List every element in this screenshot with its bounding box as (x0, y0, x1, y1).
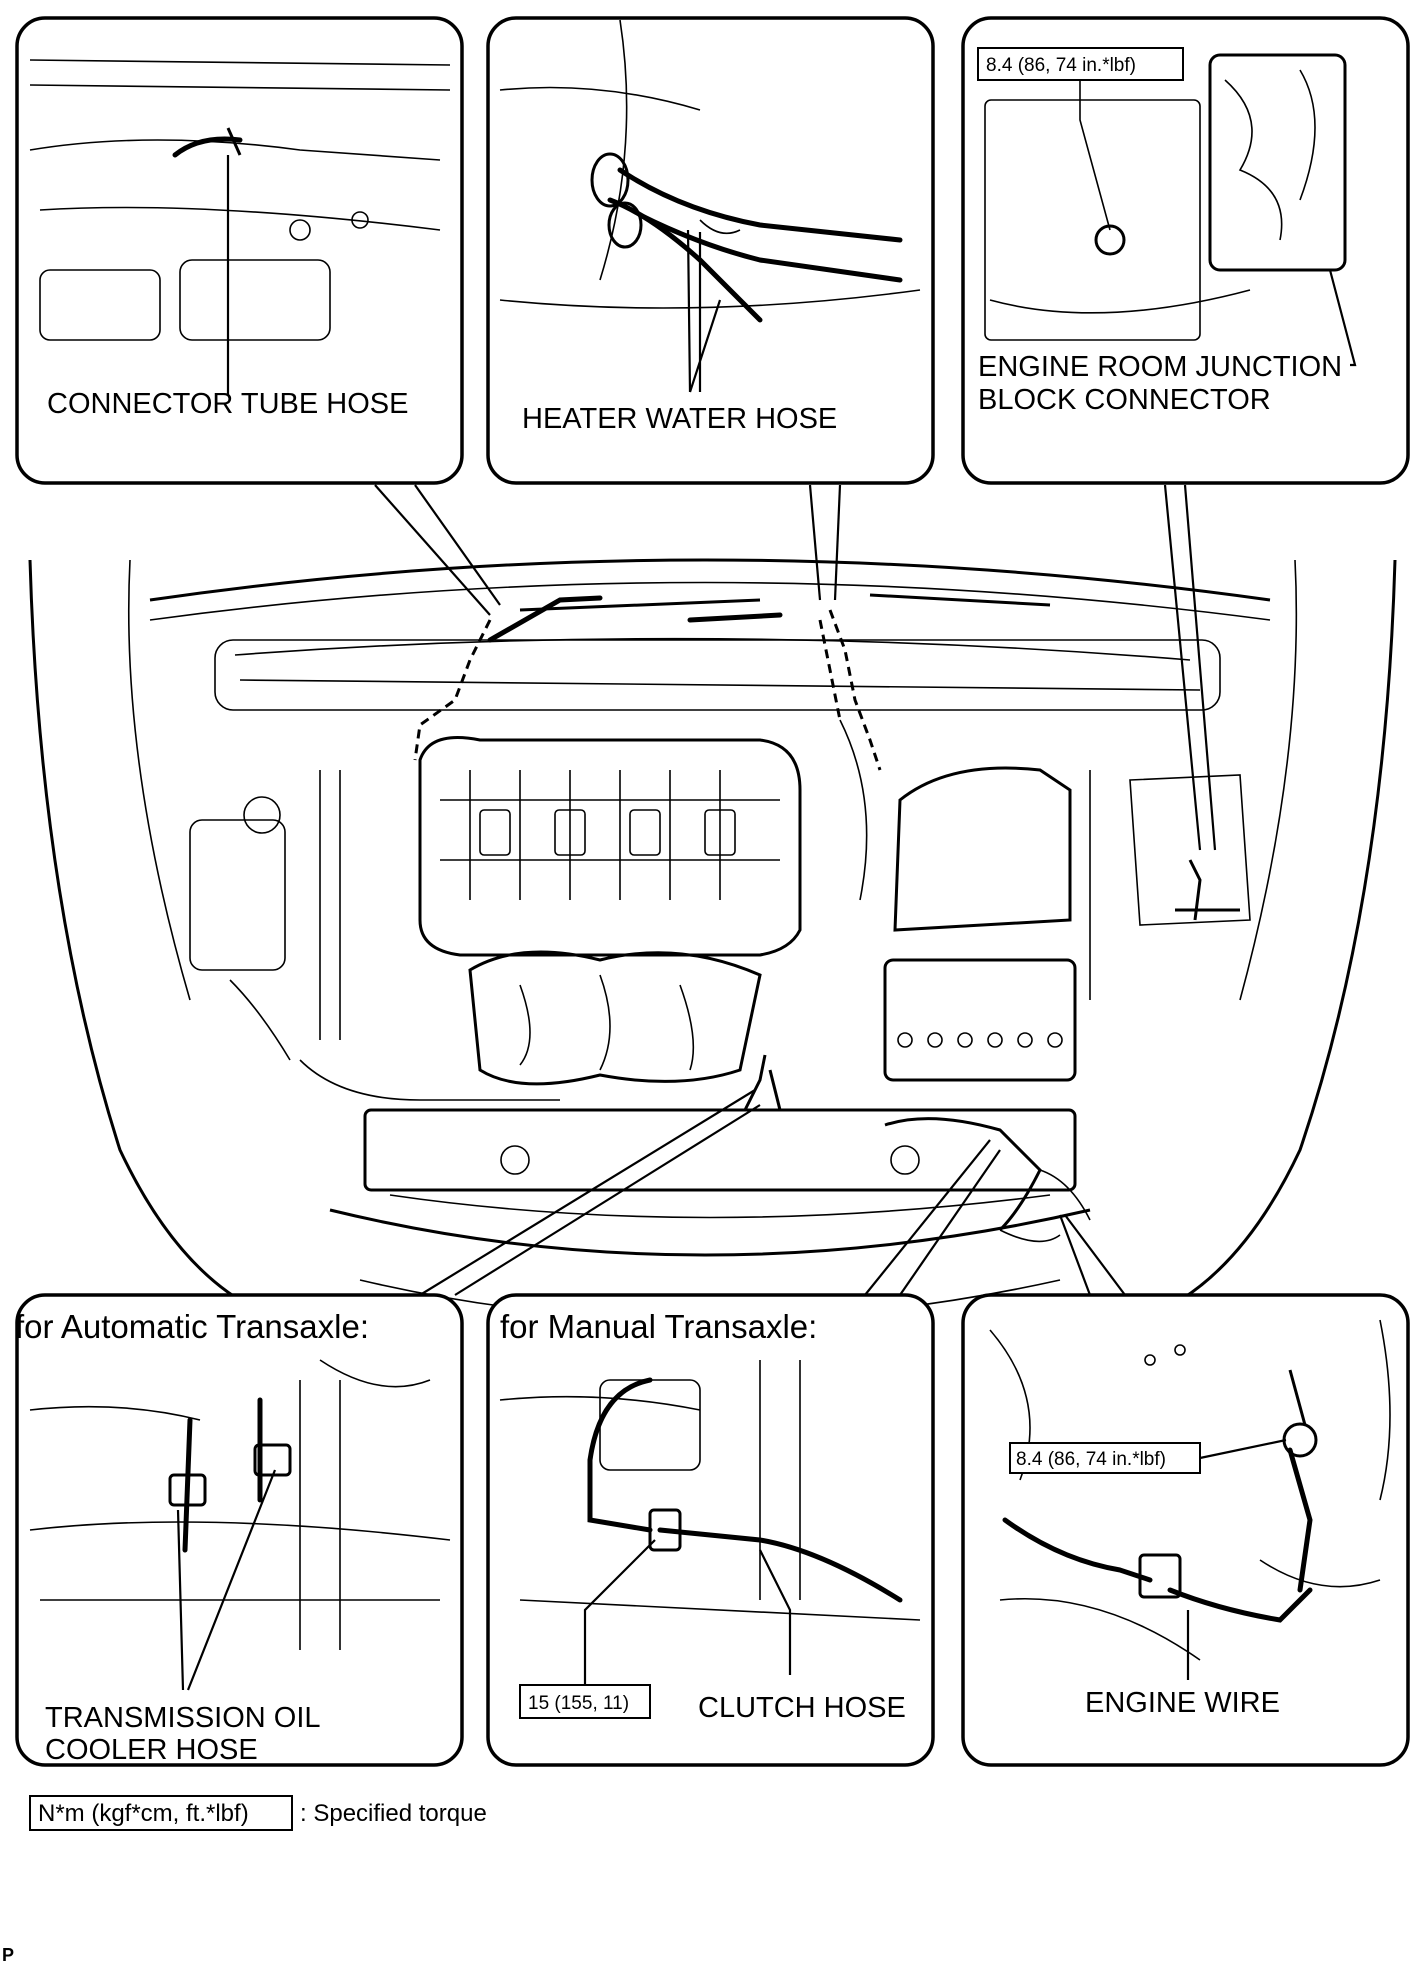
transmission-oil-label-line2: COOLER HOSE (45, 1734, 258, 1766)
transmission-oil-label-line1: TRANSMISSION OIL (45, 1702, 321, 1734)
leader-lines (374, 484, 1217, 1296)
panel-heater-water-hose: HEATER WATER HOSE (486, 16, 935, 485)
torque-legend: N*m (kgf*cm, ft.*lbf) : Specified torque (29, 1795, 487, 1831)
legend-unit: N*m (kgf*cm, ft.*lbf) (38, 1800, 249, 1827)
panel-connector-tube-hose: CONNECTOR TUBE HOSE (15, 16, 464, 485)
engine-wire-torque-value: 8.4 (86, 74 in.*lbf) (1016, 1449, 1166, 1470)
panel-manual-transaxle: for Manual Transaxle: 15 (155, 11) CLUTC… (486, 1293, 935, 1767)
connector-tube-hose-label: CONNECTOR TUBE HOSE (47, 388, 408, 420)
engine-bay-illustration (28, 558, 1397, 1332)
junction-block-label-line2: BLOCK CONNECTOR (978, 384, 1271, 416)
legend-description: : Specified torque (300, 1800, 487, 1827)
junction-torque-value: 8.4 (86, 74 in.*lbf) (986, 55, 1136, 76)
automatic-transaxle-title: for Automatic Transaxle: (15, 1308, 369, 1345)
manual-transaxle-title: for Manual Transaxle: (500, 1308, 817, 1345)
corner-mark: P (2, 1945, 14, 1963)
panel-automatic-transaxle: for Automatic Transaxle: TRANSMISSION OI… (15, 1293, 464, 1767)
junction-block-label-line1: ENGINE ROOM JUNCTION (978, 351, 1342, 383)
heater-water-hose-label: HEATER WATER HOSE (522, 403, 837, 435)
ignition-coils (479, 809, 736, 856)
panel-engine-room-junction-block: 8.4 (86, 74 in.*lbf) ENGINE ROOM JUNCTIO… (961, 16, 1410, 485)
panel-engine-wire: 8.4 (86, 74 in.*lbf) ENGINE WIRE (961, 1293, 1410, 1767)
engine-wire-label: ENGINE WIRE (1085, 1687, 1280, 1719)
clutch-hose-label: CLUTCH HOSE (698, 1692, 906, 1724)
clutch-torque-value: 15 (155, 11) (528, 1693, 629, 1714)
